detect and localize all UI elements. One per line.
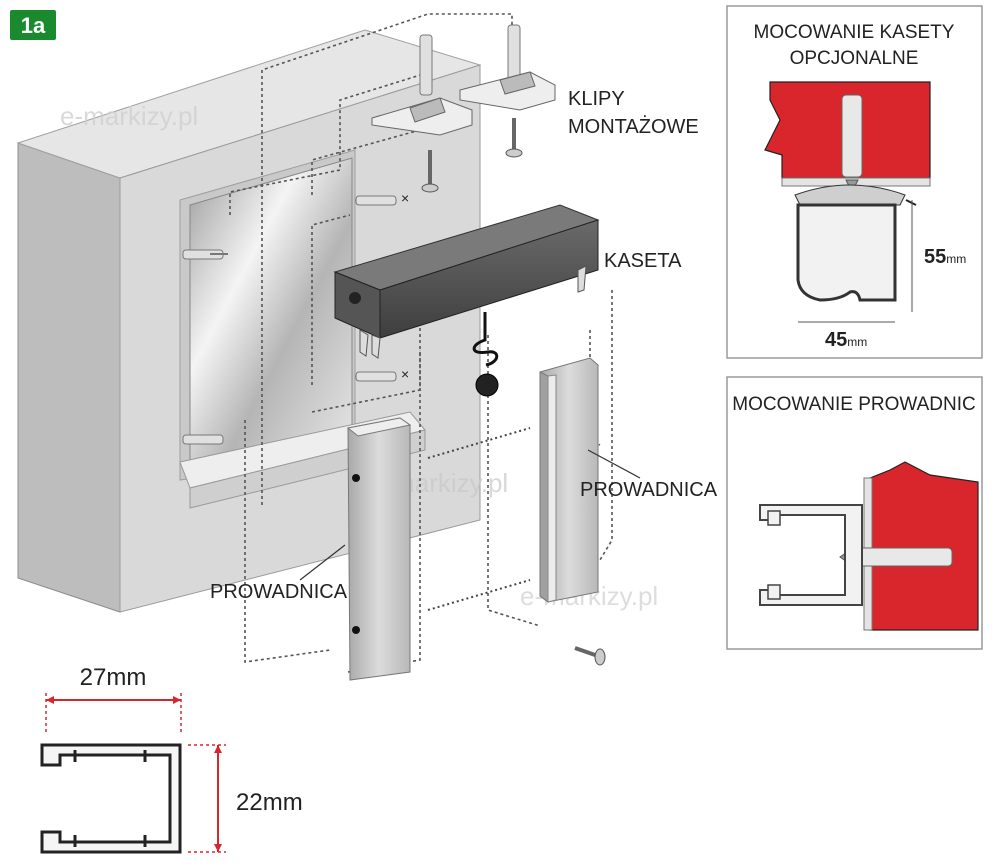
svg-text:×: × — [401, 190, 409, 206]
cassette-width-value: 45 — [825, 329, 847, 351]
svg-text:55mm: 55mm — [924, 246, 966, 268]
cassette-height-value: 55 — [924, 246, 946, 268]
screw-icon — [505, 118, 523, 158]
label-guide-left: PROWADNICA — [210, 581, 348, 603]
label-leaders — [299, 449, 641, 581]
figure-badge-text: 1a — [21, 13, 46, 38]
cassette — [333, 204, 600, 397]
wall-plug-icon — [182, 249, 228, 260]
wall-plug-icon: × — [355, 366, 409, 382]
inset-cassette-title-1: MOCOWANIE KASETY — [754, 22, 955, 43]
wall-plug-icon — [182, 434, 224, 445]
wall-plug-icon: × — [355, 190, 409, 206]
watermark-1: e-markizy.pl — [60, 101, 198, 131]
guide-profile-section: 27mm 22mm — [40, 664, 303, 854]
crank-knob — [475, 373, 499, 397]
screw-icon — [421, 150, 439, 193]
wall-plugs: × × — [182, 24, 521, 445]
label-clips-line2: MONTAŻOWE — [568, 115, 699, 138]
inset-guide-title: MOCOWANIE PROWADNIC — [732, 394, 975, 415]
profile-width-label: 27mm — [80, 664, 147, 691]
cassette-height-unit: mm — [946, 252, 966, 266]
inset-cassette-mounting: MOCOWANIE KASETY OPCJONALNE 55mm 45mm — [726, 5, 983, 359]
label-guide-right: PROWADNICA — [580, 479, 718, 501]
cassette-width-unit: mm — [847, 335, 867, 349]
label-clips-line1: KLIPY — [568, 88, 625, 110]
svg-text:×: × — [401, 366, 409, 382]
guide-rail-left — [346, 417, 412, 681]
mounting-clips — [371, 71, 556, 193]
inset-guide-mounting: MOCOWANIE PROWADNIC — [726, 376, 983, 650]
wall-plug-icon — [419, 34, 433, 96]
figure-badge: 1a — [10, 10, 56, 40]
label-cassette: KASETA — [604, 250, 682, 272]
inset-cassette-title-2: OPCJONALNE — [790, 48, 919, 69]
svg-text:45mm: 45mm — [825, 329, 867, 351]
profile-height-label: 22mm — [236, 789, 303, 816]
guide-rail-right — [539, 357, 599, 603]
screw-icon — [574, 646, 606, 666]
